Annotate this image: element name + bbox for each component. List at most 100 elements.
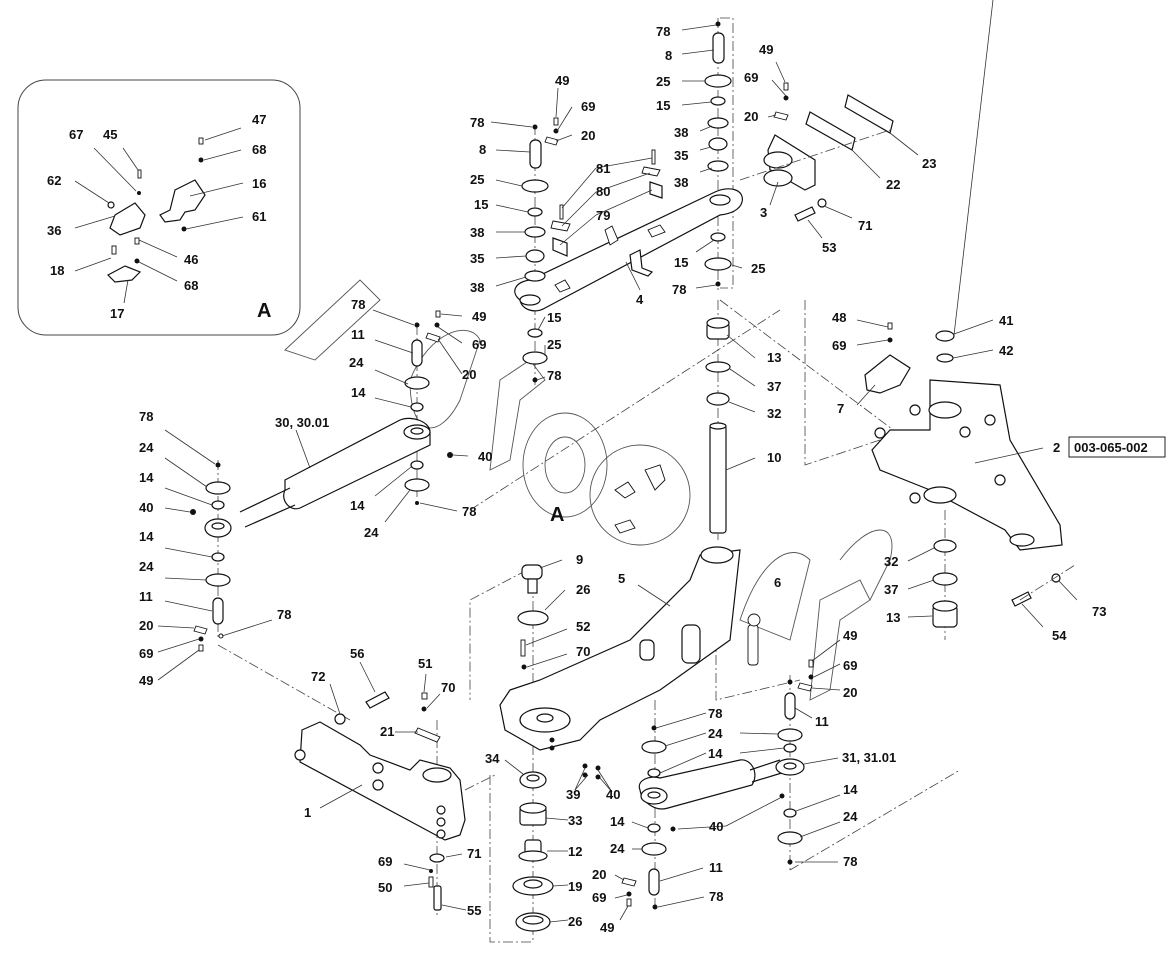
- callout-71: 71: [858, 218, 872, 233]
- upper-link-assembly: 78 8 25 15 38 35 38 49 69 20 81 80 79 4 …: [470, 17, 765, 385]
- callout-11: 11: [351, 327, 365, 342]
- callout-69h: 69: [378, 854, 392, 869]
- callout-40: 40: [478, 449, 492, 464]
- callout-25c: 25: [656, 74, 670, 89]
- callout-35: 35: [470, 251, 484, 266]
- callout-69c: 69: [472, 337, 486, 352]
- callout-49c: 49: [472, 309, 486, 324]
- cylinder-30-body: [283, 417, 431, 510]
- callout-69: 69: [581, 99, 595, 114]
- callout-30-3001: 30, 30.01: [275, 415, 329, 430]
- callout-15d: 15: [674, 255, 688, 270]
- callout-14c: 14: [139, 470, 154, 485]
- callout-68: 68: [252, 142, 266, 157]
- callout-18: 18: [50, 263, 64, 278]
- callout-20d: 20: [139, 618, 153, 633]
- callout-26: 26: [576, 582, 590, 597]
- callout-52: 52: [576, 619, 590, 634]
- swing-arm-5-assembly: 9 26 52 70 5 6 49 69 20 11 78 24 14: [469, 546, 857, 940]
- reference-code-box: [1068, 436, 1166, 458]
- callout-69g: 69: [592, 890, 606, 905]
- callout-49e: 49: [843, 628, 857, 643]
- callout-54: 54: [1052, 628, 1067, 643]
- callout-11c: 11: [815, 714, 829, 729]
- callout-12: 12: [568, 844, 582, 859]
- callout-69f: 69: [843, 658, 857, 673]
- callout-38c: 38: [674, 125, 688, 140]
- shaft-10-part: [709, 424, 727, 534]
- callout-23: 23: [922, 156, 936, 171]
- callout-10: 10: [767, 450, 781, 465]
- callout-15: 15: [474, 197, 488, 212]
- callout-49b: 49: [759, 42, 773, 57]
- callout-78h: 78: [277, 607, 291, 622]
- callout-81: 81: [596, 161, 610, 176]
- callout-69e: 69: [832, 338, 846, 353]
- callout-25d: 25: [751, 261, 765, 276]
- callout-73: 73: [1092, 604, 1106, 619]
- callout-69b: 69: [744, 70, 758, 85]
- callout-55: 55: [467, 903, 481, 918]
- frame-2-part: [871, 379, 1063, 551]
- callout-78b: 78: [547, 368, 561, 383]
- callout-19: 19: [568, 879, 582, 894]
- callout-78e: 78: [351, 297, 365, 312]
- callout-15c: 15: [656, 98, 670, 113]
- swing-arm-5-part: [499, 549, 741, 751]
- callout-32: 32: [767, 406, 781, 421]
- callout-38b: 38: [470, 280, 484, 295]
- callout-78c: 78: [656, 24, 670, 39]
- callout-9: 9: [576, 552, 583, 567]
- callout-62: 62: [47, 173, 61, 188]
- detail-callout-a: A: [550, 504, 564, 526]
- callout-20b: 20: [744, 109, 758, 124]
- callout-20f: 20: [592, 867, 606, 882]
- callout-50: 50: [378, 880, 392, 895]
- block-36-part: [109, 202, 146, 236]
- link-arm-4: [514, 188, 743, 312]
- callout-69d: 69: [139, 646, 153, 661]
- callout-21: 21: [380, 724, 394, 739]
- callout-17: 17: [110, 306, 124, 321]
- callout-80: 80: [596, 184, 610, 199]
- callout-20c: 20: [462, 367, 476, 382]
- callout-32b: 32: [884, 554, 898, 569]
- callout-78: 78: [470, 115, 484, 130]
- left-cylinder-assembly: 78 11 24 14 49 69 20 40 30, 30.01 14 24 …: [139, 297, 492, 721]
- callout-8: 8: [479, 142, 486, 157]
- callout-38: 38: [470, 225, 484, 240]
- callout-16: 16: [252, 176, 266, 191]
- right-cylinder-assembly: 31, 31.01 14 24 78 40 14 24 11 20 69 49 …: [592, 750, 961, 935]
- callout-71b: 71: [467, 846, 481, 861]
- callout-24: 24: [349, 355, 364, 370]
- callout-13b: 13: [886, 610, 900, 625]
- bracket-17-part: [107, 265, 142, 283]
- callout-24f: 24: [843, 809, 858, 824]
- callout-1: 1: [304, 805, 311, 820]
- callout-56: 56: [350, 646, 364, 661]
- callout-37: 37: [767, 379, 781, 394]
- callout-26b: 26: [568, 914, 582, 929]
- callout-25b: 25: [547, 337, 561, 352]
- callout-37b: 37: [884, 582, 898, 597]
- callout-14f: 14: [843, 782, 858, 797]
- callout-49: 49: [555, 73, 569, 88]
- callout-78f: 78: [462, 504, 476, 519]
- callout-22: 22: [886, 177, 900, 192]
- callout-78i: 78: [708, 706, 722, 721]
- callout-68b: 68: [184, 278, 198, 293]
- callout-48: 48: [832, 310, 846, 325]
- callout-4: 4: [636, 292, 644, 307]
- callout-14d: 14: [139, 529, 154, 544]
- callout-38d: 38: [674, 175, 688, 190]
- detail-inset-a: 47 68 16 61 67 45 62 36 46 68 18 17 A: [17, 79, 301, 336]
- callout-79: 79: [596, 208, 610, 223]
- callout-40c: 40: [709, 819, 723, 834]
- callout-35b: 35: [674, 148, 688, 163]
- plate-23-part: [844, 94, 894, 134]
- bracket-16-part: [159, 179, 206, 223]
- callout-20: 20: [581, 128, 595, 143]
- callout-14e: 14: [708, 746, 723, 761]
- callout-53: 53: [822, 240, 836, 255]
